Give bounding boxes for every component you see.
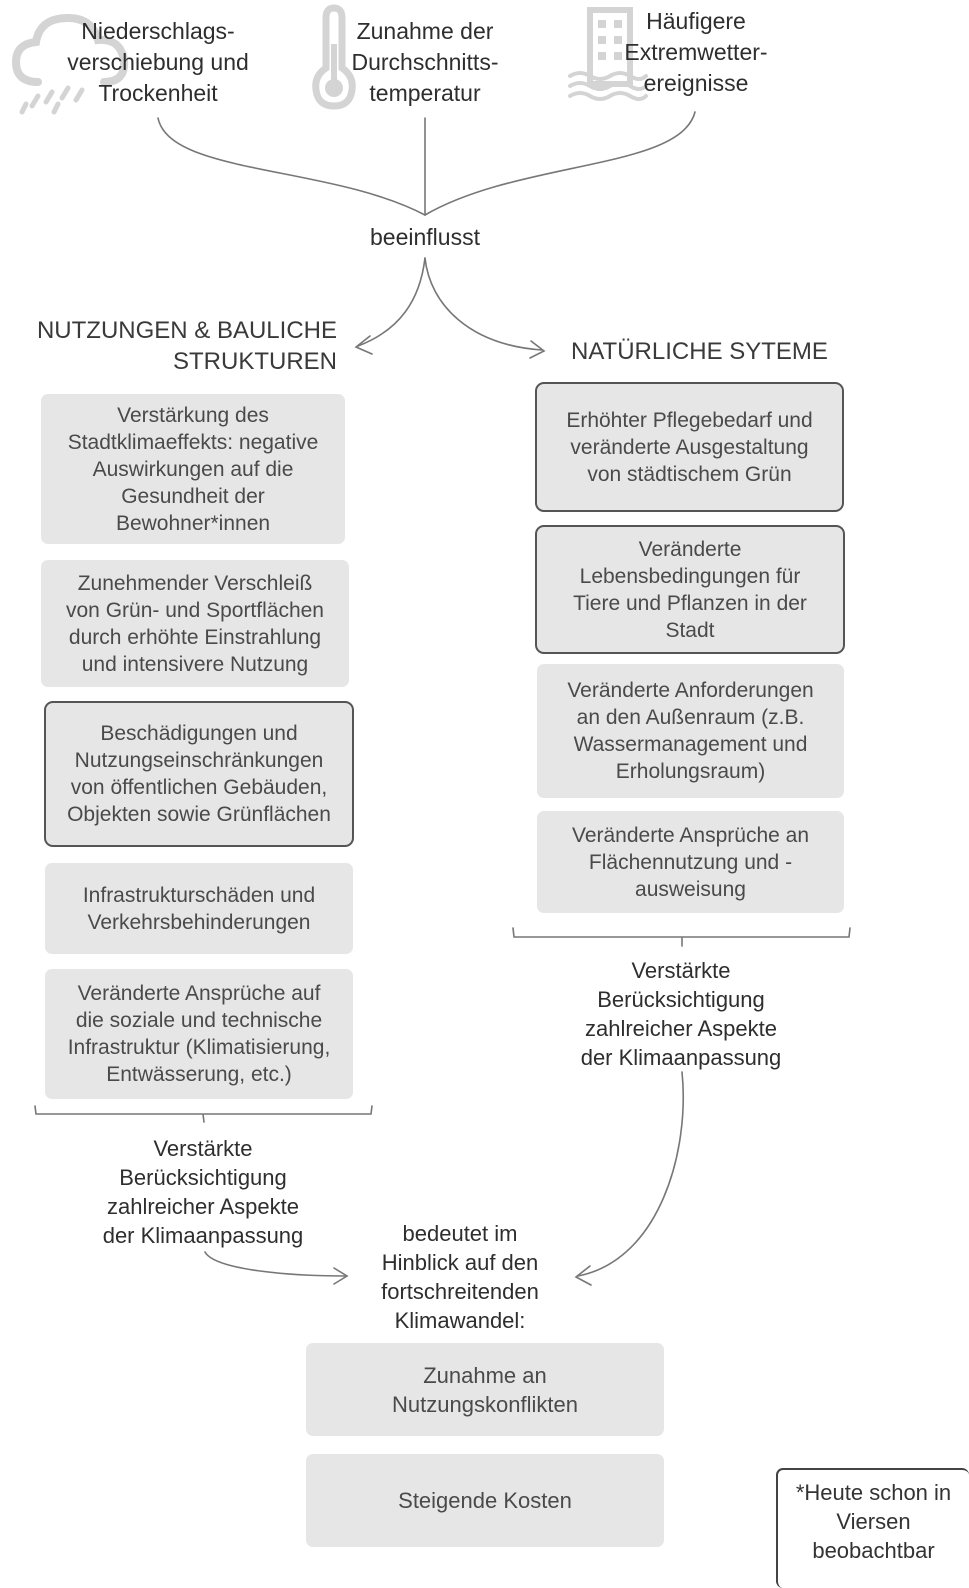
- left-box-infrastructure: Infrastrukturschäden und Verkehrsbehinde…: [45, 863, 353, 954]
- connector-right-summary: [577, 1071, 685, 1277]
- connector-to-right-heading: [424, 257, 543, 351]
- outcome-conflicts: Zunahme an Nutzungskonflikten: [306, 1343, 664, 1436]
- right-heading: NATÜRLICHE SYTEME: [571, 338, 828, 365]
- right-box-green-maintenance: Erhöhter Pflegebedarf und veränderte Aus…: [535, 382, 844, 512]
- left-heading: NUTZUNGEN & BAULICHE STRUKTUREN: [36, 317, 337, 375]
- connector-left-driver: [157, 117, 426, 216]
- outcome-costs: Steigende Kosten: [306, 1454, 664, 1547]
- footnote-box: *Heute schon in Viersen beobachtbar: [776, 1468, 969, 1588]
- arrowhead-right-heading: [529, 340, 546, 359]
- left-summary: Verstärkte Berücksichtigung zahlreicher …: [102, 1136, 304, 1248]
- left-box-social-infra: Veränderte Ansprüche auf die soziale und…: [45, 969, 353, 1099]
- connector-right-driver: [424, 111, 696, 216]
- arrowhead-left-summary: [333, 1267, 349, 1285]
- thermometer-icon: [312, 4, 356, 110]
- arrowhead-left-heading: [354, 335, 373, 355]
- connector-left-summary: [204, 1251, 346, 1277]
- connector-label: beeinflusst: [370, 224, 480, 250]
- right-box-living-conditions: Veränderte Lebensbedingungen für Tiere u…: [535, 525, 845, 654]
- right-box-land-use: Veränderte Ansprüche an Flächennutzung u…: [537, 811, 844, 913]
- flooded-building-icon: [568, 7, 648, 101]
- driver-extreme-weather: Häufigere Extremwetter- ereignisse: [624, 8, 768, 96]
- arrowhead-right-summary: [574, 1265, 592, 1286]
- left-box-building-damage: Beschädigungen und Nutzungseinschränkung…: [44, 701, 354, 847]
- connector-to-left-heading: [357, 257, 426, 347]
- conclusion-label: bedeutet im Hinblick auf den fortschreit…: [381, 1221, 539, 1333]
- left-box-green-wear: Zunehmender Verschleiß von Grün- und Spo…: [41, 560, 349, 687]
- driver-temperature: Zunahme der Durchschnitts- temperatur: [351, 18, 499, 106]
- right-box-outdoor-space: Veränderte Anforderungen an den Außenrau…: [537, 664, 844, 798]
- driver-precipitation: Niederschlags- verschiebung und Trockenh…: [67, 18, 249, 106]
- brace-right: [512, 927, 851, 947]
- brace-left: [34, 1105, 373, 1123]
- rain-cloud-icon: [11, 13, 129, 115]
- right-summary: Verstärkte Berücksichtigung zahlreicher …: [580, 958, 782, 1070]
- left-box-urban-heat: Verstärkung des Stadtklimaeffekts: negat…: [41, 394, 345, 544]
